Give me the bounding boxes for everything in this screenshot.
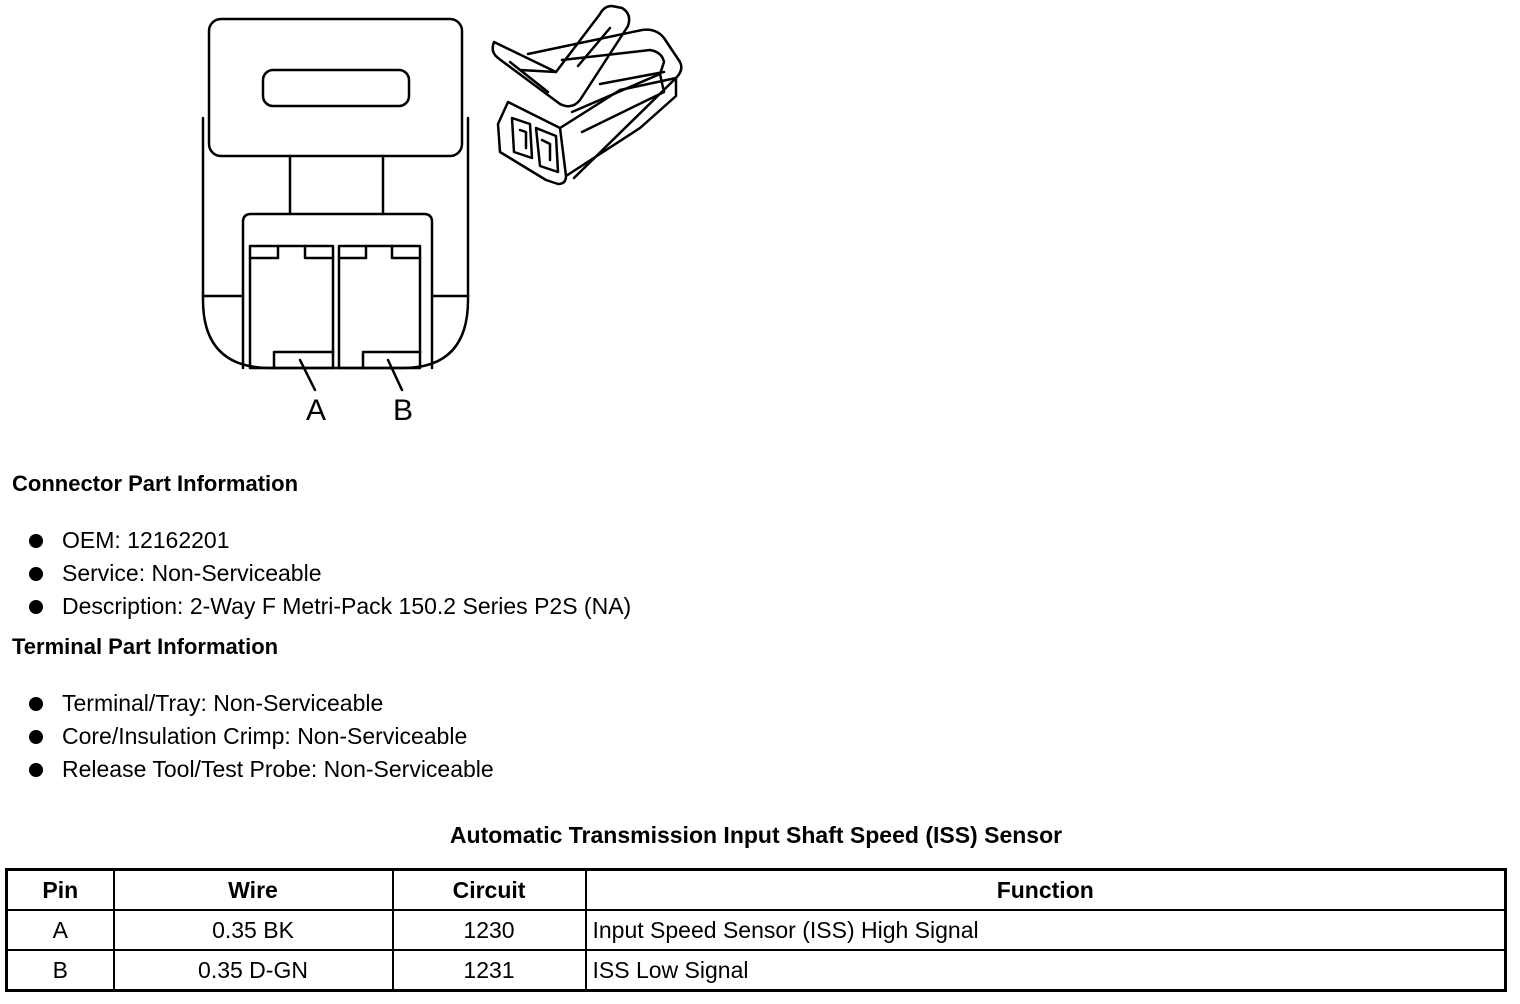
list-item: Core/Insulation Crimp: Non-Serviceable [0, 720, 494, 753]
bullet-icon [29, 697, 43, 711]
pin-b-label: B [393, 394, 413, 427]
list-item: OEM: 12162201 [0, 524, 631, 557]
cell-pin: B [5, 949, 115, 992]
cell-wire: 0.35 D-GN [112, 949, 394, 992]
table-title: Automatic Transmission Input Shaft Speed… [449, 822, 1063, 848]
connector-part-info-list: OEM: 12162201 Service: Non-Serviceable D… [0, 524, 631, 623]
cell-function: ISS Low Signal [584, 949, 1507, 992]
connector-part-info-heading: Connector Part Information [12, 471, 299, 496]
cell-wire: 0.35 BK [112, 909, 394, 951]
connector-isometric-view [491, 4, 683, 186]
bullet-icon [29, 600, 43, 614]
table-header-row: Pin Wire Circuit Function [5, 868, 1507, 911]
cell-function: Input Speed Sensor (ISS) High Signal [584, 909, 1507, 951]
connector-diagram: A B [201, 4, 683, 427]
pinout-table: Pin Wire Circuit Function A 0.35 BK 1230… [5, 868, 1507, 992]
bullet-icon [29, 534, 43, 548]
terminal-part-info-heading: Terminal Part Information [12, 634, 279, 659]
list-item: Service: Non-Serviceable [0, 557, 631, 590]
connector-front-view [201, 17, 470, 392]
cell-circuit: 1231 [391, 949, 587, 992]
bullet-icon [29, 763, 43, 777]
table-row: B 0.35 D-GN 1231 ISS Low Signal [5, 949, 1507, 992]
list-item: Description: 2-Way F Metri-Pack 150.2 Se… [0, 590, 631, 623]
cell-circuit: 1230 [391, 909, 587, 951]
column-header-pin: Pin [5, 868, 115, 911]
terminal-part-info-list: Terminal/Tray: Non-Serviceable Core/Insu… [0, 687, 494, 786]
cell-pin: A [5, 909, 115, 951]
list-item: Terminal/Tray: Non-Serviceable [0, 687, 494, 720]
column-header-circuit: Circuit [391, 868, 587, 911]
list-item: Release Tool/Test Probe: Non-Serviceable [0, 753, 494, 786]
bullet-icon [29, 567, 43, 581]
column-header-function: Function [584, 868, 1507, 911]
pin-a-label: A [306, 394, 326, 427]
bullet-icon [29, 730, 43, 744]
table-row: A 0.35 BK 1230 Input Speed Sensor (ISS) … [5, 909, 1507, 951]
column-header-wire: Wire [112, 868, 394, 911]
